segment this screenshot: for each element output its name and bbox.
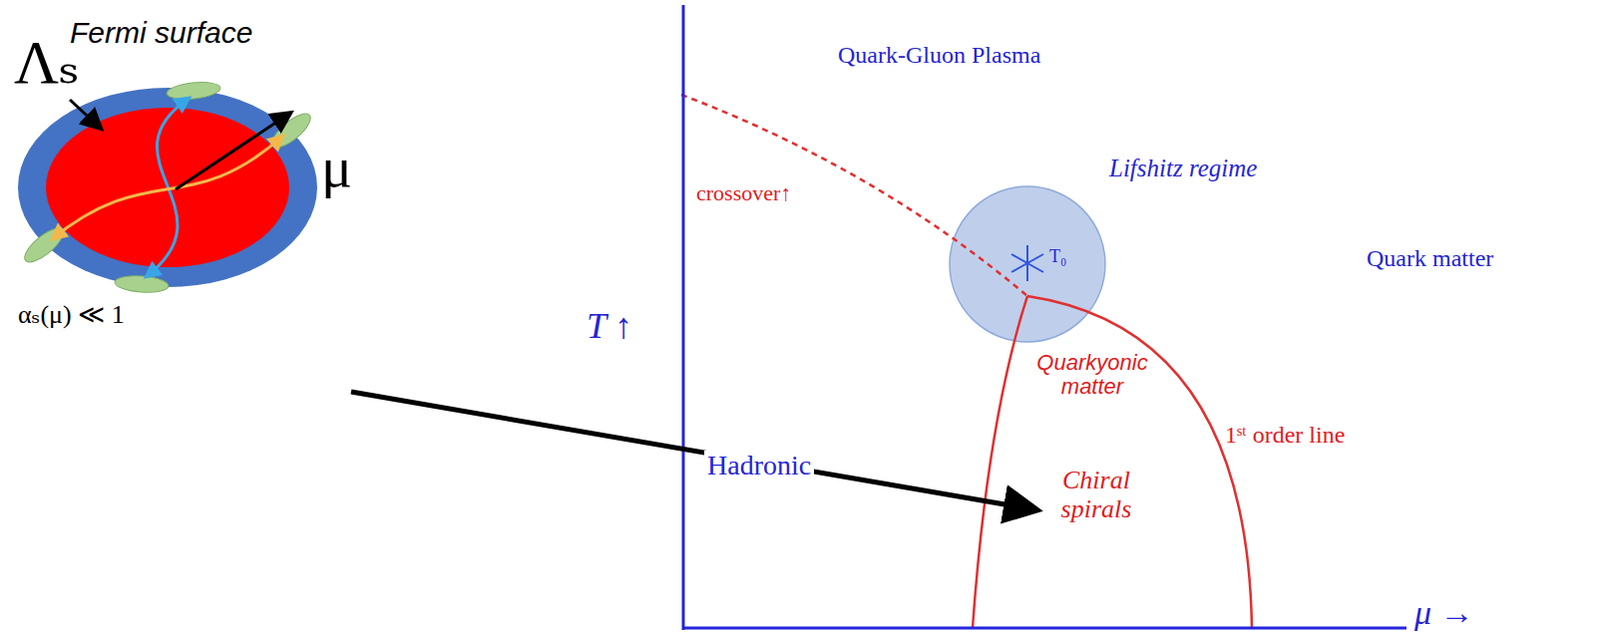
- coupling-condition: αₛ(μ) ≪ 1: [17, 301, 125, 331]
- cutoff-symbol: Λₛ: [13, 27, 80, 96]
- chemical-potential-symbol: μ: [321, 135, 353, 200]
- phase-label: Quark matter: [1366, 245, 1494, 272]
- region-label: Lifshitz regime: [1109, 154, 1257, 183]
- line-label: 1ˢᵗ order line: [1224, 421, 1345, 448]
- phase-label: Hadronic: [704, 450, 814, 482]
- pointer-arrow: [351, 392, 1034, 510]
- figure-title: Fermi surface: [69, 15, 253, 49]
- phase-diagram: [681, 4, 1407, 631]
- phase-label: Quark-Gluon Plasma: [837, 41, 1041, 68]
- crossover-label: crossover↑: [696, 181, 792, 206]
- axis-label: T ↑: [586, 307, 633, 348]
- phase-label: Chiral spirals: [1041, 466, 1152, 524]
- fermi-sphere: [17, 79, 318, 295]
- critical-point-label: T₀: [1049, 247, 1067, 268]
- phase-label: Quarkyonic matter: [1027, 351, 1158, 400]
- axis-label: μ →: [1414, 594, 1475, 632]
